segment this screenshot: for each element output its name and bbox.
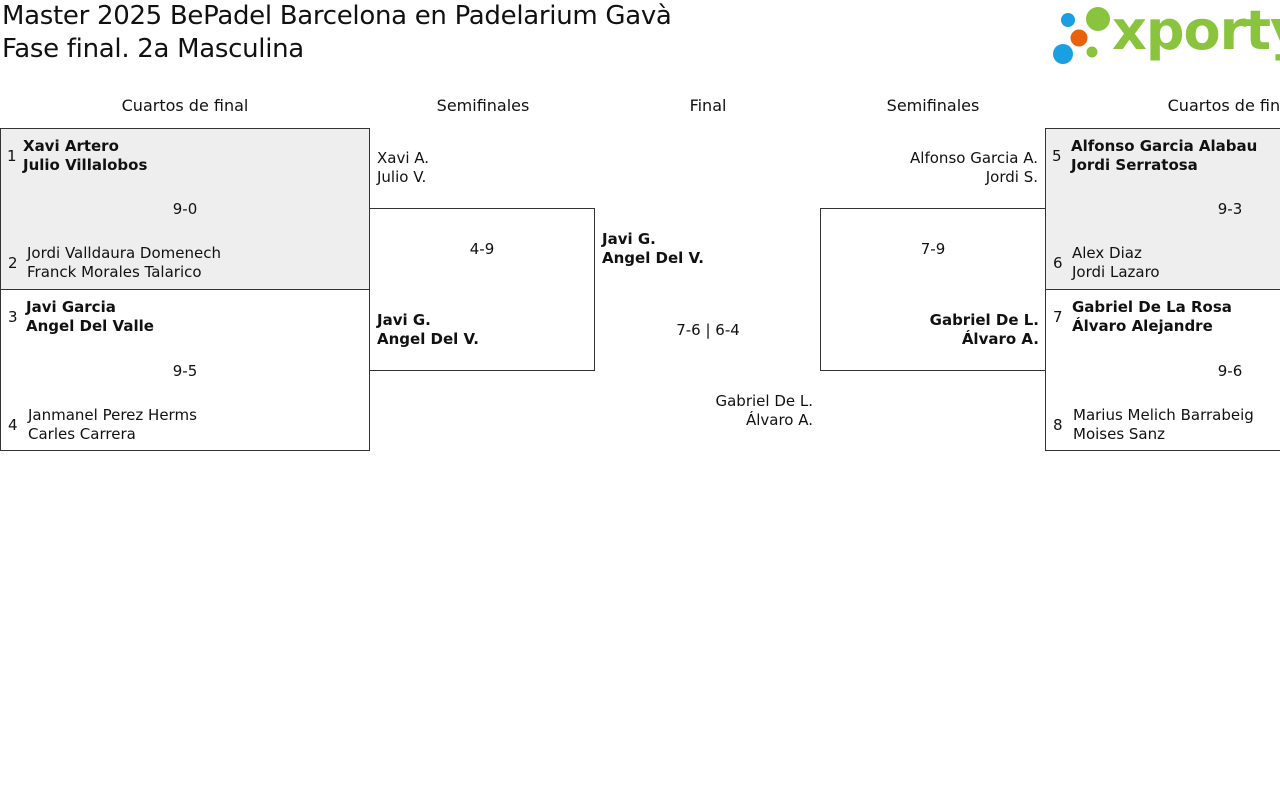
match-qf-1[interactable]: 1 Xavi Artero Julio Villalobos 9-0 2 Jor… [0,128,370,290]
match-score: 9-6 [1217,362,1243,380]
player-name: Javi G. [377,311,431,329]
match-score: 9-5 [172,362,198,380]
page-title: Master 2025 BePadel Barcelona en Padelar… [2,0,672,66]
header-qf-right: Cuartos de final [1167,96,1280,115]
team-sf2-1: Alfonso Garcia A. Jordi S. [880,149,1038,187]
team-qf3-1: Alfonso Garcia Alabau Jordi Serratosa [1071,137,1257,175]
team-sf1-2: Javi G. Angel Del V. [377,311,479,349]
player-name: Alfonso Garcia A. [910,149,1038,167]
player-name: Marius Melich Barrabeig [1073,406,1254,424]
player-name: Janmanel Perez Herms [28,406,197,424]
seed: 3 [8,308,18,326]
header-sf-right: Semifinales [886,96,980,115]
seed: 8 [1053,416,1063,434]
match-qf-2[interactable]: 3 Javi Garcia Angel Del Valle 9-5 4 Janm… [0,289,370,451]
player-name: Xavi Artero [23,137,119,155]
player-name: Julio Villalobos [23,156,148,174]
team-qf2-1: Javi Garcia Angel Del Valle [26,298,154,336]
player-name: Gabriel De L. [715,392,813,410]
seed: 6 [1053,254,1063,272]
player-name: Álvaro A. [745,411,813,429]
player-name: Jordi Valldaura Domenech [27,244,221,262]
player-name: Jordi Lazaro [1072,263,1160,281]
player-name: Gabriel De L. [929,311,1039,329]
team-final-2: Gabriel De L. Álvaro A. [700,392,813,430]
match-score: 9-3 [1217,200,1243,218]
team-qf4-2: Marius Melich Barrabeig Moises Sanz [1073,406,1254,444]
header-final: Final [689,96,727,115]
player-name: Carles Carrera [28,425,136,443]
player-name: Angel Del V. [602,249,704,267]
player-name: Álvaro Alejandre [1072,317,1213,335]
match-score: 9-0 [172,200,198,218]
player-name: Franck Morales Talarico [27,263,202,281]
seed: 2 [8,254,18,272]
header-qf-left: Cuartos de final [121,96,249,115]
player-name: Alex Diaz [1072,244,1142,262]
seed: 4 [8,416,18,434]
match-sf-2[interactable]: 7-9 Gabriel De L. Álvaro A. [820,208,1046,371]
match-score: 4-9 [469,240,495,258]
team-sf1-1: Xavi A. Julio V. [377,149,429,187]
player-name: Moises Sanz [1073,425,1166,443]
player-name: Álvaro A. [961,330,1039,348]
player-name: Javi G. [602,230,656,248]
player-name: Gabriel De La Rosa [1072,298,1232,316]
team-final-1: Javi G. Angel Del V. [602,230,704,268]
match-sf-1[interactable]: 4-9 Javi G. Angel Del V. [369,208,595,371]
title-line-1: Master 2025 BePadel Barcelona en Padelar… [2,1,672,31]
team-qf3-2: Alex Diaz Jordi Lazaro [1072,244,1160,282]
seed: 1 [7,147,17,165]
player-name: Angel Del Valle [26,317,154,335]
seed: 7 [1053,308,1063,326]
match-qf-4[interactable]: 7 Gabriel De La Rosa Álvaro Alejandre 9-… [1045,289,1280,451]
header-sf-left: Semifinales [436,96,530,115]
seed: 5 [1052,147,1062,165]
player-name: Jordi S. [985,168,1038,186]
team-qf4-1: Gabriel De La Rosa Álvaro Alejandre [1072,298,1232,336]
player-name: Angel Del V. [377,330,479,348]
team-qf2-2: Janmanel Perez Herms Carles Carrera [28,406,197,444]
player-name: Alfonso Garcia Alabau [1071,137,1258,155]
player-name: Julio V. [377,168,427,186]
player-name: Javi Garcia [26,298,116,316]
team-qf1-2: Jordi Valldaura Domenech Franck Morales … [27,244,221,282]
player-name: Xavi A. [377,149,430,167]
logo-wordmark: xporty [1112,0,1280,62]
team-sf2-2: Gabriel De L. Álvaro A. [901,311,1039,349]
match-qf-3[interactable]: 5 Alfonso Garcia Alabau Jordi Serratosa … [1045,128,1280,290]
logo-dots-icon [1053,7,1110,64]
title-line-2: Fase final. 2a Masculina [2,34,304,64]
final-score: 7-6 | 6-4 [676,321,740,339]
player-name: Jordi Serratosa [1071,156,1198,174]
team-qf1-1: Xavi Artero Julio Villalobos [23,137,147,175]
xporty-logo[interactable]: xporty [1050,0,1280,68]
match-score: 7-9 [920,240,946,258]
